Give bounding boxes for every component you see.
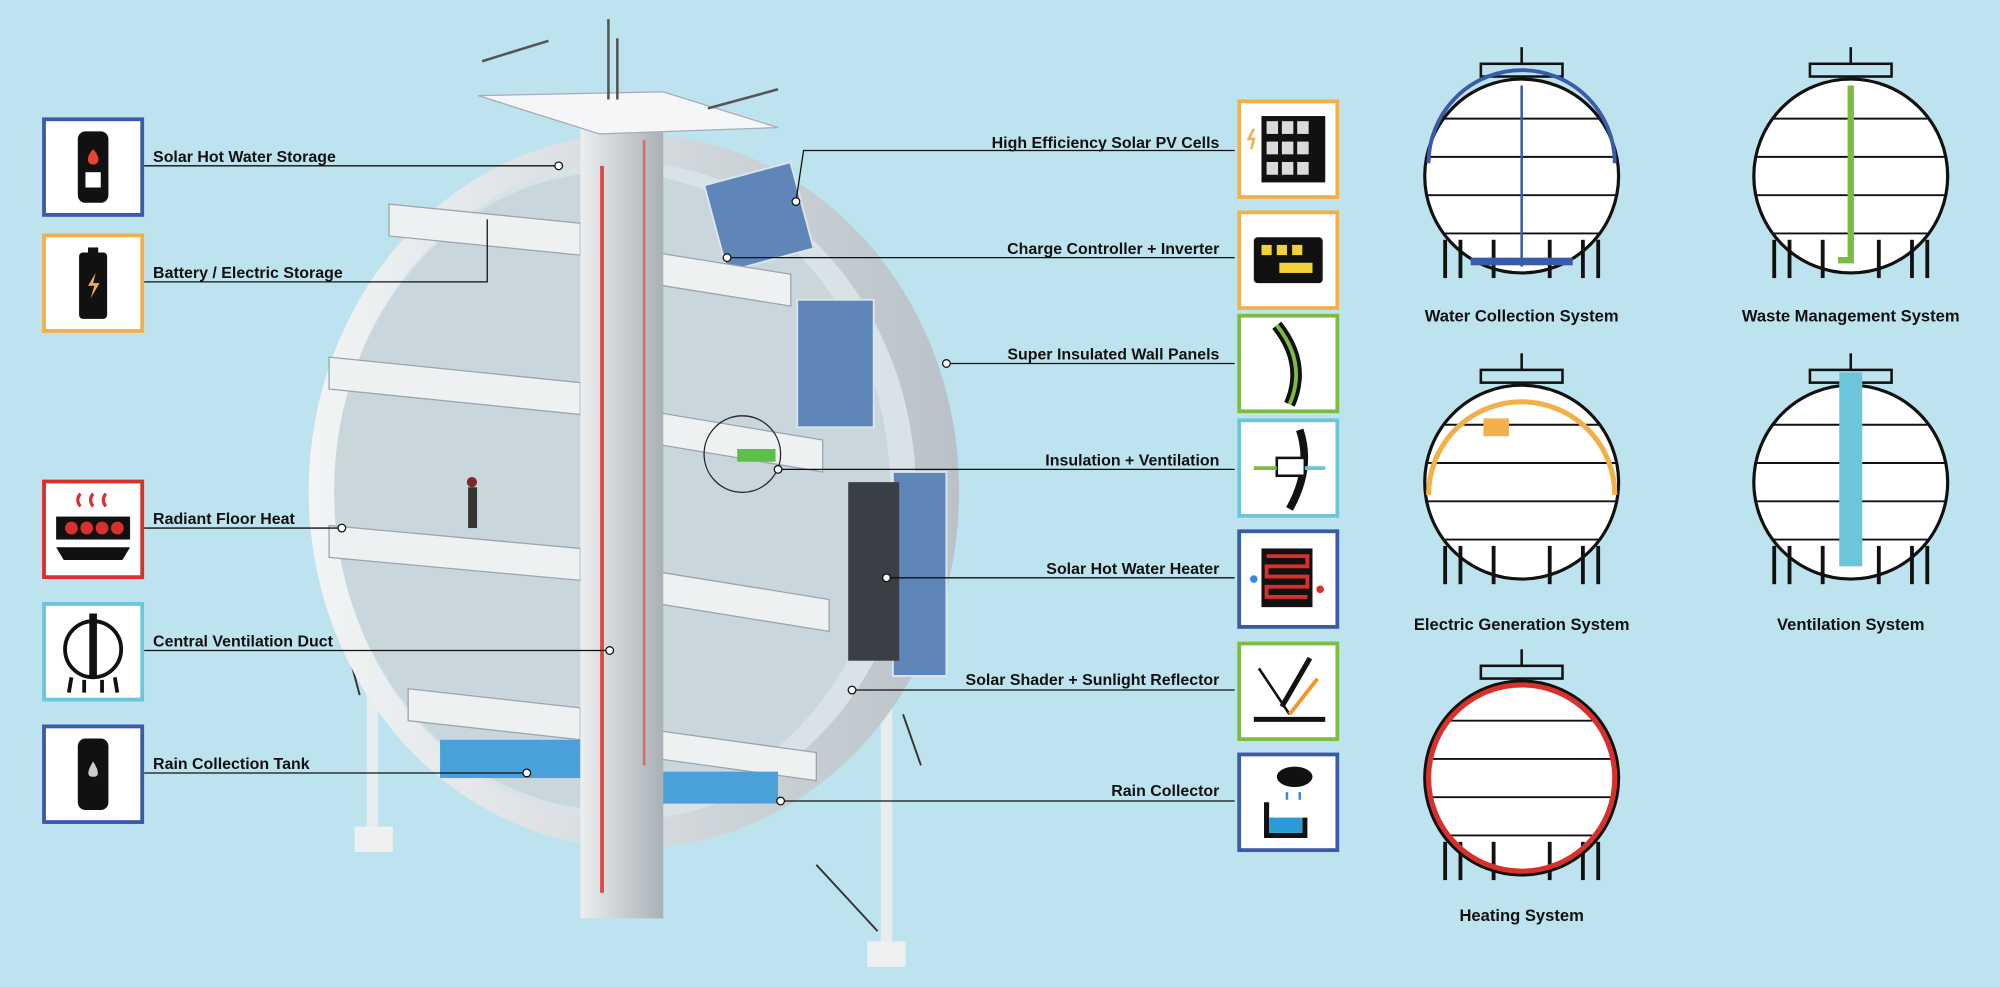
system-diagram-3 — [1752, 353, 1950, 585]
title-ventilation-system: Ventilation System — [1777, 614, 1925, 634]
solar-panel-icon — [1237, 99, 1340, 199]
rain-tank-icon — [42, 724, 145, 824]
label-central-ventilation-duct: Central Ventilation Duct — [153, 632, 333, 651]
system-diagram-0 — [1423, 47, 1621, 279]
system-diagram-4 — [1423, 649, 1621, 881]
inverter-icon — [1237, 210, 1340, 310]
solar-panels — [703, 160, 948, 677]
battery-icon — [42, 233, 145, 333]
label-solar-pv-cells: High Efficiency Solar PV Cells — [991, 133, 1220, 152]
rain-collector-icon — [1237, 752, 1340, 853]
insulation-icon — [1237, 418, 1340, 518]
floors — [328, 203, 830, 782]
hot-water-tank-icon — [42, 117, 145, 217]
title-waste-management-system: Waste Management System — [1741, 306, 1960, 326]
system-diagram-1 — [1752, 47, 1950, 279]
label-super-insulated-wall-panels: Super Insulated Wall Panels — [1007, 345, 1220, 364]
title-electric-generation-system: Electric Generation System — [1413, 614, 1630, 634]
label-charge-controller-inverter: Charge Controller + Inverter — [1007, 239, 1220, 258]
title-heating-system: Heating System — [1459, 905, 1584, 925]
leader-lines — [141, 149, 1235, 802]
water-heater-icon — [1237, 529, 1340, 629]
radiant-floor-icon — [42, 479, 145, 580]
label-rain-collector: Rain Collector — [1111, 781, 1220, 800]
reflector-icon — [1237, 641, 1340, 742]
label-radiant-floor-heat: Radiant Floor Heat — [153, 510, 295, 529]
label-solar-hot-water-heater: Solar Hot Water Heater — [1046, 559, 1220, 578]
title-water-collection-system: Water Collection System — [1424, 306, 1619, 326]
roof-deck — [478, 91, 779, 135]
label-insulation-ventilation: Insulation + Ventilation — [1045, 451, 1220, 470]
system-diagram-2 — [1423, 353, 1621, 585]
wall-panel-icon — [1237, 313, 1340, 414]
label-rain-collection-tank: Rain Collection Tank — [153, 755, 310, 773]
label-solar-shader-reflector: Solar Shader + Sunlight Reflector — [965, 670, 1220, 689]
label-solar-hot-water-storage: Solar Hot Water Storage — [153, 147, 336, 166]
central-column — [580, 114, 664, 919]
ventilation-duct-icon — [42, 602, 145, 702]
label-battery-electric-storage: Battery / Electric Storage — [153, 264, 343, 282]
